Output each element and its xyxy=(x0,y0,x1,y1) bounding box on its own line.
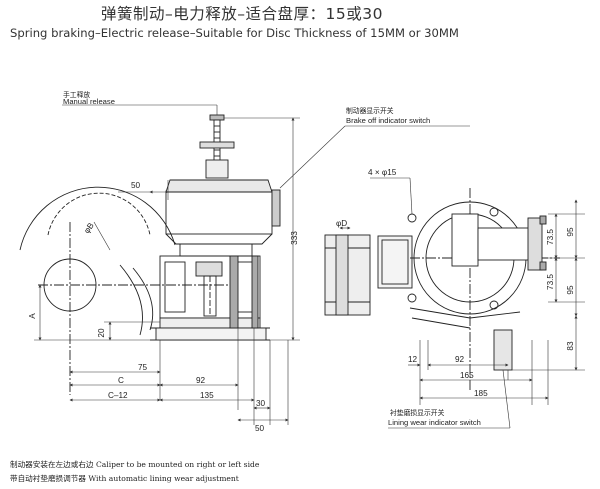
dim-c-12: C–12 xyxy=(108,391,128,400)
callout-lining-wear-en: Lining wear indicator switch xyxy=(388,418,481,427)
dim-95-top: 95 xyxy=(566,227,575,237)
callout-brake-off-cn: 制动器显示开关 xyxy=(346,106,394,115)
dim-92-left: 92 xyxy=(196,376,206,385)
dim-30: 30 xyxy=(256,399,266,408)
dim-50-top: 50 xyxy=(131,181,141,190)
callout-brake-off-en: Brake off indicator switch xyxy=(346,116,430,125)
note-wear-adjustment: 带自动衬垫磨损调节器 With automatic lining wear ad… xyxy=(10,474,239,483)
dim-135: 135 xyxy=(200,391,214,400)
title-english: Spring braking–Electric release–Suitable… xyxy=(10,26,459,40)
dim-c: C xyxy=(118,376,124,385)
callout-lining-wear-cn: 衬垫磨损显示开关 xyxy=(390,408,445,417)
disc-outer-arc xyxy=(19,186,176,251)
dim-165: 165 xyxy=(460,371,474,380)
housing-cap xyxy=(165,179,273,193)
callout-manual-release-en: Manual release xyxy=(63,97,115,106)
housing-body xyxy=(165,191,273,235)
dim-185: 185 xyxy=(474,389,488,398)
dim-83: 83 xyxy=(566,341,575,351)
release-screw-head xyxy=(209,114,225,121)
title-chinese: 弹簧制动–电力释放–适合盘厚：15或30 xyxy=(101,5,383,23)
note-mounting: 制动器安装在左边或右边 Caliper to be mounted on rig… xyxy=(10,460,260,469)
dim-phi-d: φD xyxy=(336,219,347,228)
side-view-dimensions xyxy=(34,117,300,425)
disc-hub-outline xyxy=(47,192,151,236)
dim-73-5-bottom: 73.5 xyxy=(546,274,555,290)
dim-a: A xyxy=(28,313,37,319)
dim-75: 75 xyxy=(138,363,148,372)
dim-50-bottom: 50 xyxy=(255,424,265,433)
front-view xyxy=(324,188,560,390)
lining-wear-switch-body xyxy=(493,329,513,371)
dim-73-5-top: 73.5 xyxy=(546,229,555,245)
dim-20: 20 xyxy=(97,328,106,338)
dim-phi-b: φB xyxy=(82,221,96,235)
dim-12: 12 xyxy=(408,355,418,364)
front-view-dimensions xyxy=(339,177,585,429)
dim-holes: 4 × φ15 xyxy=(368,168,397,177)
side-view xyxy=(19,114,281,395)
dim-95-bottom: 95 xyxy=(566,285,575,295)
dim-92-right: 92 xyxy=(455,355,465,364)
dim-333: 333 xyxy=(290,231,299,245)
brake-off-switch-body xyxy=(271,189,281,227)
callout-manual-release-cn: 手工释放 xyxy=(63,90,90,99)
